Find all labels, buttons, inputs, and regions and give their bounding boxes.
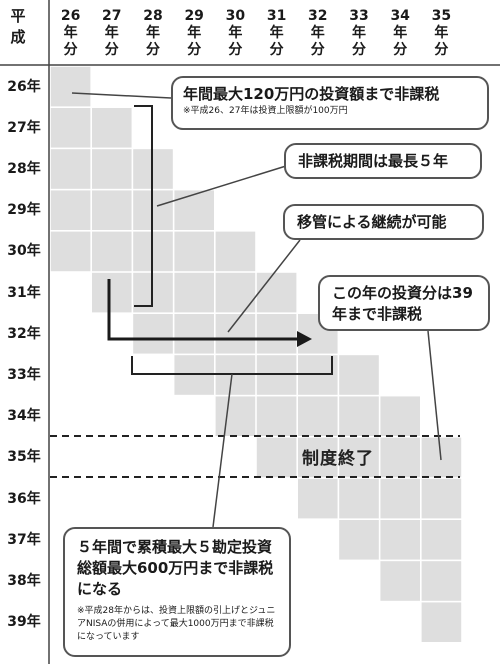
tax-free-cell: [92, 231, 132, 272]
row-header: 26年: [7, 78, 41, 95]
tax-free-cell: [174, 272, 214, 313]
tax-free-cell: [339, 478, 379, 519]
callout-transfer: 移管による継続が可能: [283, 204, 484, 240]
tax-free-cell: [339, 355, 379, 395]
tax-free-cell: [50, 231, 91, 272]
year-2019-pointer: [427, 330, 442, 461]
row-header: 31年: [7, 284, 41, 301]
lines-layer: [50, 92, 460, 528]
tax-free-cell: [174, 231, 214, 272]
tax-free-cell: [339, 396, 379, 436]
transfer-arrow-head: [297, 331, 312, 347]
callout-cumulative-total-note: ※平成28年からは、投資上限額の引上げとジュニアNISAの併用によって最大100…: [77, 606, 276, 642]
tax-free-cell: [298, 396, 338, 436]
column-header: 31年分: [266, 8, 287, 58]
tax-free-cell: [50, 108, 91, 148]
corner-label: 平成: [10, 7, 26, 46]
tax-free-cell: [174, 190, 214, 230]
column-header: 26年分: [60, 8, 81, 58]
column-header: 30年分: [225, 8, 246, 58]
tax-free-cell: [50, 66, 91, 107]
tax-free-cell: [421, 520, 462, 560]
tax-free-cell: [339, 437, 379, 478]
column-header: 28年分: [143, 8, 163, 58]
callout-2019-investment: この年の投資分は39年まで非課税: [318, 275, 490, 331]
column-header: 27年分: [102, 8, 122, 58]
row-header: 39年: [7, 614, 41, 631]
callout-annual-limit-note: ※平成26、27年は投資上限額が100万円: [183, 106, 348, 116]
row-header: 27年: [7, 119, 41, 136]
tax-free-cell: [92, 108, 132, 148]
tax-free-cell: [298, 478, 338, 519]
row-header: 29年: [7, 202, 41, 219]
row-header: 33年: [7, 367, 41, 383]
tax-free-cell: [133, 314, 173, 354]
callout-annual-limit: 年間最大120万円の投資額まで非課税 ※平成26、27年は投資上限額が100万円: [171, 76, 489, 130]
column-header: 29年分: [184, 8, 204, 58]
tax-free-cell: [256, 272, 297, 313]
transfer-arrow-line: [107, 279, 298, 341]
tax-free-cell: [380, 478, 420, 519]
tax-free-cell: [215, 314, 256, 354]
tax-free-cell: [50, 149, 91, 189]
tax-free-cell: [215, 396, 256, 436]
callout-tax-free-period: 非課税期間は最長５年: [284, 143, 482, 179]
column-header: 32年分: [308, 8, 328, 58]
tax-free-cell: [50, 190, 91, 230]
column-header: 35年分: [431, 8, 452, 58]
tax-free-cell: [380, 561, 420, 601]
row-header: 32年: [7, 325, 41, 342]
tax-free-cell: [174, 314, 214, 354]
column-header: 33年分: [349, 8, 369, 58]
row-header: 37年: [7, 531, 41, 548]
tax-free-cell: [421, 561, 462, 601]
tax-free-cell: [380, 437, 420, 478]
row-header: 34年: [7, 408, 41, 425]
tax-free-cell: [339, 520, 379, 560]
row-header: 38年: [7, 573, 41, 589]
tax-free-cell: [92, 149, 132, 189]
row-header: 35年: [7, 449, 41, 466]
callout-transfer-text: 移管による継続が可能: [297, 213, 447, 231]
transfer-pointer: [227, 239, 301, 333]
callout-annual-limit-text: 年間最大120万円の投資額まで非課税: [183, 85, 440, 103]
period-pointer: [156, 165, 287, 207]
column-header: 34年分: [390, 8, 410, 58]
program-end-label: 制度終了: [302, 449, 374, 469]
cells-layer: [50, 66, 462, 642]
tax-free-cell: [256, 437, 297, 478]
tax-free-cell: [215, 231, 256, 272]
tax-free-cell: [92, 272, 132, 313]
tax-free-cell: [298, 437, 338, 478]
callout-2019-investment-text: この年の投資分は39年まで非課税: [332, 284, 473, 323]
tax-free-cell: [215, 272, 256, 313]
limit-pointer: [71, 92, 172, 99]
tax-free-cell: [92, 190, 132, 230]
tax-free-cell: [256, 314, 297, 354]
callout-cumulative-total-text: ５年間で累積最大５勘定投資総額最大600万円まで非課税になる: [77, 538, 274, 598]
row-header: 28年: [7, 161, 41, 177]
row-header: 36年: [7, 490, 41, 507]
period-bracket: [134, 105, 153, 307]
callout-tax-free-period-text: 非課税期間は最長５年: [298, 152, 449, 170]
tax-free-cell: [380, 520, 420, 560]
row-header: 30年: [7, 243, 41, 260]
tax-free-cell: [421, 478, 462, 519]
tax-free-cell: [256, 396, 297, 436]
tax-free-cell: [421, 602, 462, 642]
tax-free-cell: [380, 396, 420, 436]
total-pointer: [212, 373, 233, 528]
callout-cumulative-total: ５年間で累積最大５勘定投資総額最大600万円まで非課税になる ※平成28年からは…: [63, 527, 291, 657]
